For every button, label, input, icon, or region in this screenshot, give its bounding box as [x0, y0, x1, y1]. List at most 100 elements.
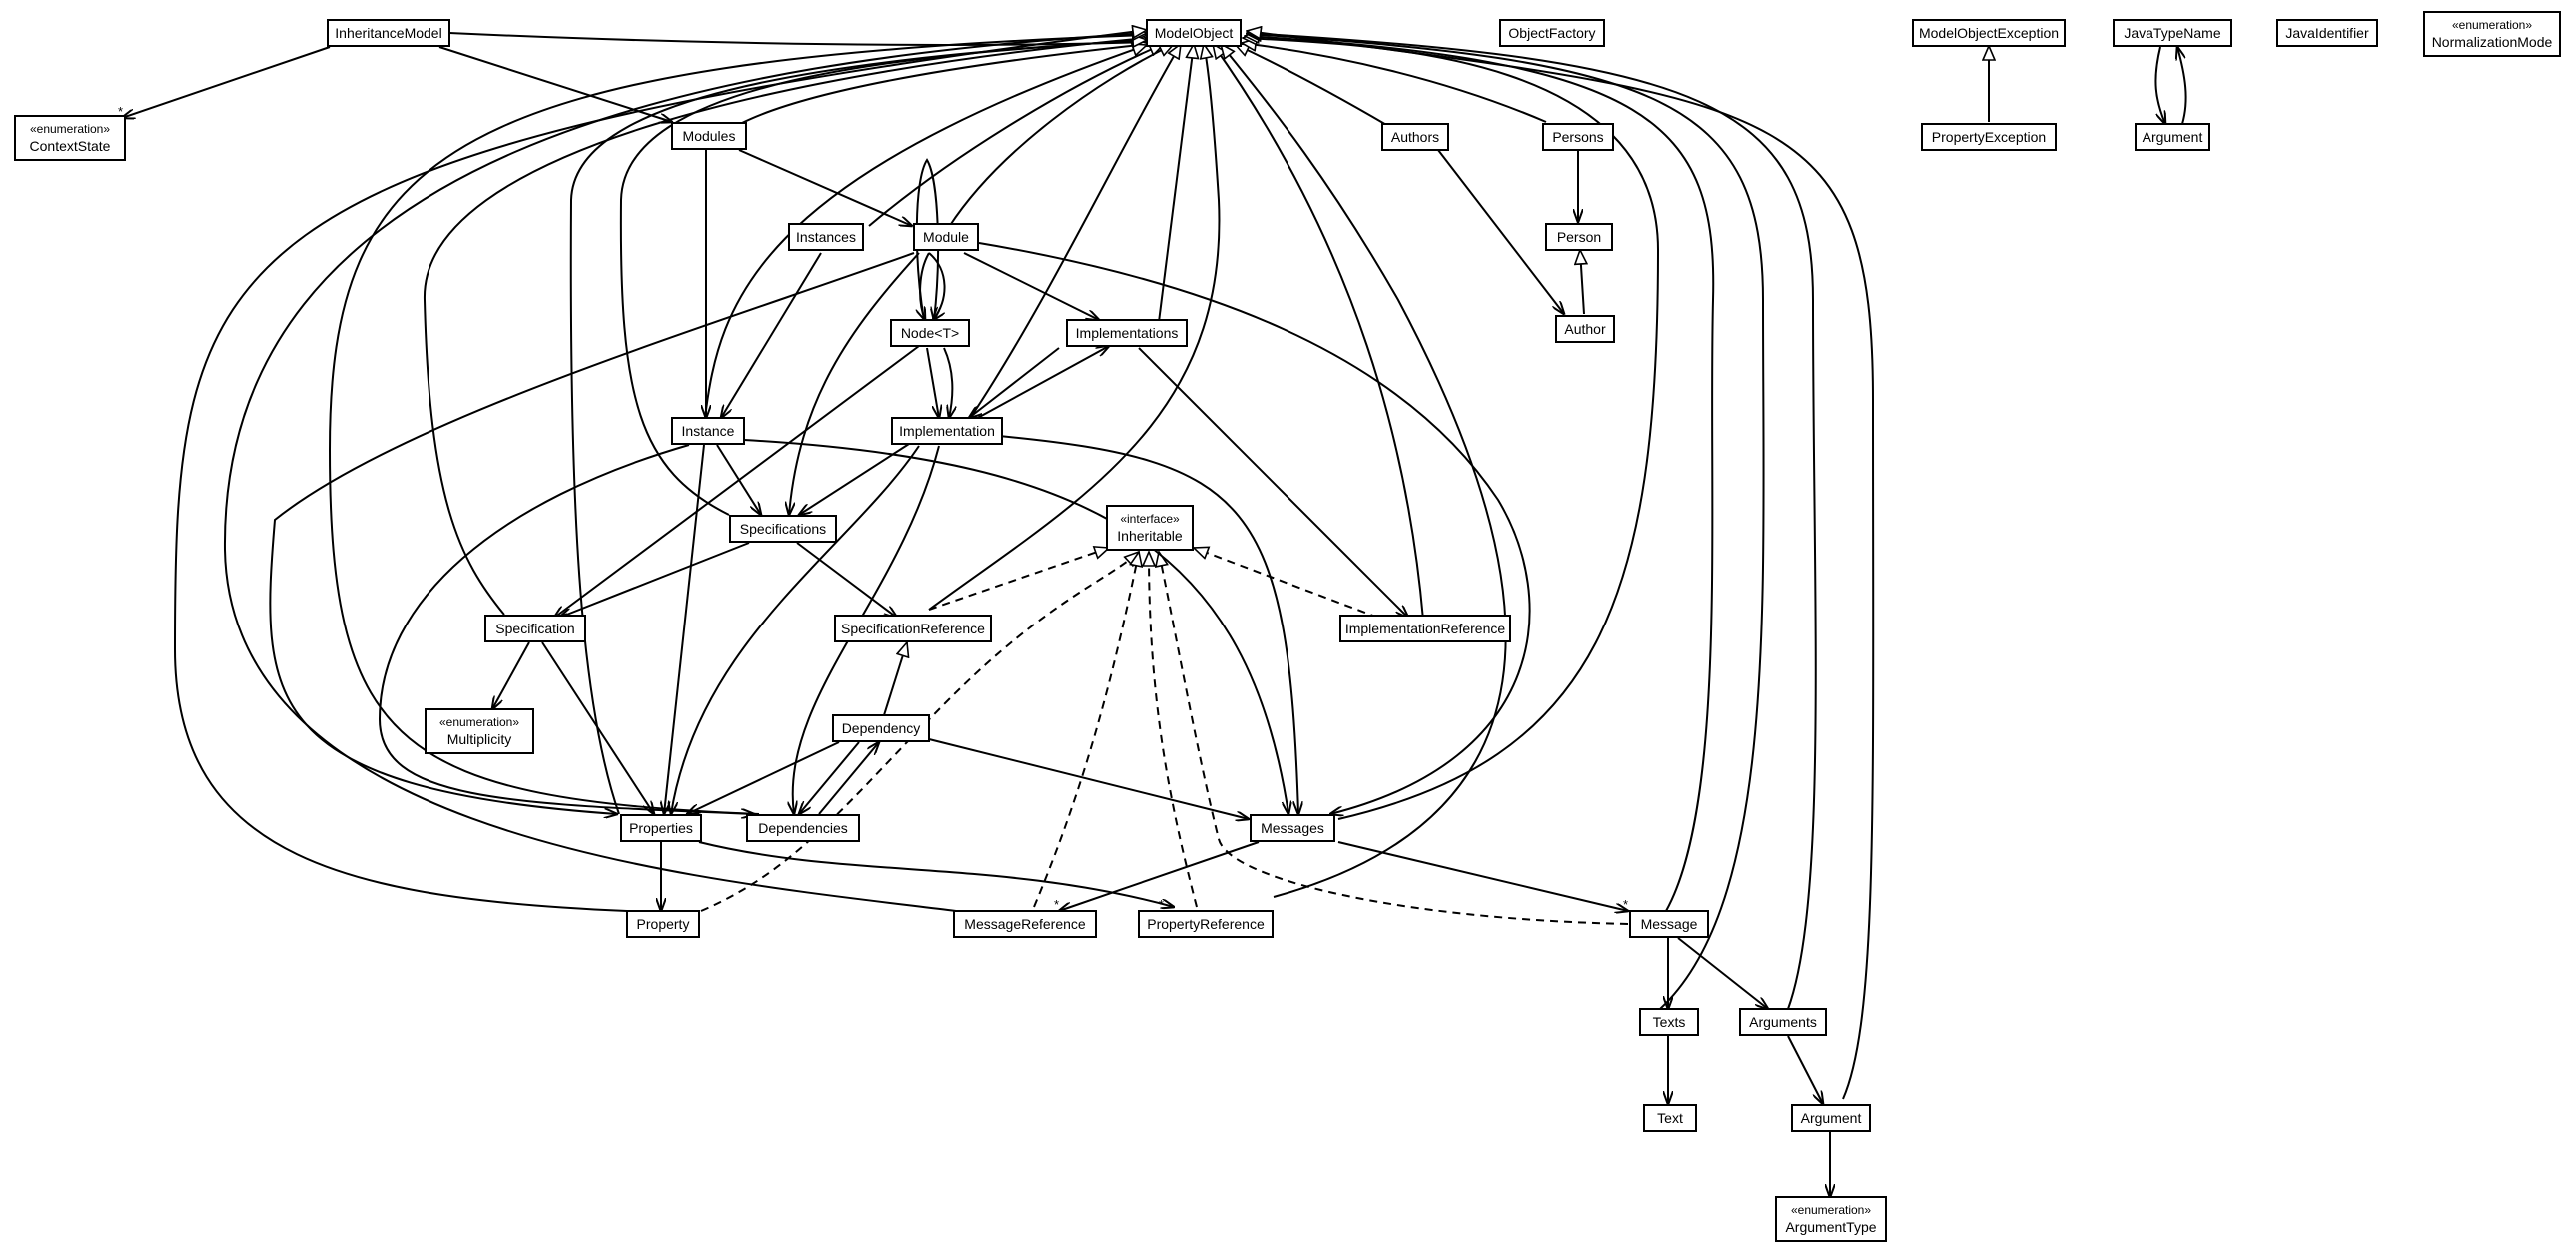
edge-modules-module	[738, 149, 912, 226]
class-specificationreference[interactable]: SpecificationReference	[834, 615, 992, 642]
class-arguments[interactable]: Arguments	[1739, 1008, 1827, 1036]
edge-module-modelobject	[948, 43, 1174, 228]
class-authors[interactable]: Authors	[1381, 123, 1449, 151]
class-persons[interactable]: Persons	[1542, 123, 1614, 151]
interface-inheritable[interactable]: «interface» Inheritable	[1106, 505, 1194, 551]
edge-implementationreference-inheritable	[1194, 548, 1379, 619]
edge-authors-author	[1437, 149, 1564, 314]
class-implementations[interactable]: Implementations	[1066, 319, 1188, 347]
class-inheritancemodel[interactable]: InheritanceModel	[327, 19, 450, 47]
class-contextstate[interactable]: «enumeration» ContextState	[14, 115, 126, 161]
class-modules[interactable]: Modules	[671, 122, 747, 150]
edge-specification-modelobject	[423, 38, 1147, 616]
class-javatypename[interactable]: JavaTypeName	[2113, 19, 2232, 47]
edge-specifications-specification	[559, 542, 750, 618]
class-instances[interactable]: Instances	[788, 223, 864, 251]
edge-property-modelobject	[173, 30, 1147, 912]
edge-dependency-properties	[687, 741, 840, 814]
class-messagereference[interactable]: MessageReference	[953, 910, 1097, 938]
edge-implementation-properties	[671, 445, 920, 814]
class-stereotype: «interface»	[1120, 512, 1180, 526]
edge-messages-modelobject	[1243, 38, 1660, 820]
class-modelobject[interactable]: ModelObject	[1146, 19, 1242, 47]
edge-implementations-implementation	[969, 347, 1060, 418]
class-dependencies[interactable]: Dependencies	[746, 814, 860, 842]
edge-implementation-implementations	[973, 346, 1109, 421]
class-javaidentifier[interactable]: JavaIdentifier	[2276, 19, 2378, 47]
class-name: Argument	[1801, 1110, 1862, 1126]
class-name: Arguments	[1749, 1014, 1817, 1030]
class-properties[interactable]: Properties	[620, 814, 702, 842]
class-name: Specifications	[740, 521, 826, 537]
edge-dependencies-modelobject	[328, 35, 1147, 815]
edge-module-messages	[978, 242, 1531, 814]
class-message[interactable]: Message	[1629, 910, 1709, 938]
class-module[interactable]: Module	[913, 223, 979, 251]
class-node[interactable]: Node<T>	[890, 319, 970, 347]
class-text[interactable]: Text	[1643, 1104, 1697, 1132]
class-normalizationmode[interactable]: «enumeration» NormalizationMode	[2423, 11, 2561, 57]
edge-instance-dependencies	[378, 444, 754, 814]
class-name: ImplementationReference	[1345, 621, 1506, 636]
class-argument[interactable]: Argument	[1791, 1104, 1871, 1132]
class-propertyexception[interactable]: PropertyException	[1921, 123, 2057, 151]
class-property[interactable]: Property	[626, 910, 700, 938]
edge-properties-modelobject	[569, 40, 1147, 815]
edge-implementations-implementationreference	[1138, 347, 1408, 618]
edge-implementations-modelobject	[1158, 44, 1194, 323]
class-stereotype: «enumeration»	[2452, 18, 2532, 32]
class-name: Dependency	[842, 720, 921, 736]
class-name: Persons	[1552, 129, 1603, 145]
edge-implementation-modelobject	[968, 44, 1181, 421]
class-specifications[interactable]: Specifications	[729, 515, 837, 543]
edge-node-implementation	[926, 347, 939, 418]
edge-messagereference-inheritable	[1033, 552, 1139, 908]
class-stereotype: «enumeration»	[30, 122, 110, 136]
class-name: ContextState	[30, 138, 111, 154]
edge-modules-modelobject	[741, 44, 1149, 124]
class-person[interactable]: Person	[1545, 223, 1613, 251]
class-name: Instances	[796, 229, 856, 245]
class-texts[interactable]: Texts	[1639, 1008, 1699, 1036]
edge-node-implementation-b	[943, 347, 952, 418]
class-dependency[interactable]: Dependency	[832, 714, 930, 742]
multiplicity-message-reference: *	[1054, 897, 1059, 912]
class-name: PropertyReference	[1147, 916, 1265, 932]
edge-messages-messagereference	[1059, 841, 1260, 911]
class-name: Message	[1641, 916, 1698, 932]
edge-dependency-specificationreference	[883, 642, 907, 716]
class-name: Author	[1564, 321, 1606, 337]
multiplicity-context-state: *	[118, 104, 123, 119]
class-javatypename-argument[interactable]: Argument	[2135, 123, 2210, 151]
class-specification[interactable]: Specification	[484, 615, 586, 642]
class-instance[interactable]: Instance	[671, 417, 745, 445]
class-name: Properties	[629, 820, 693, 836]
edge-propertyreference-modelobject	[1221, 44, 1507, 898]
edge-implementation-messages	[998, 435, 1298, 814]
edge-dependencies-dependency	[818, 742, 879, 815]
class-implementationreference[interactable]: ImplementationReference	[1339, 615, 1511, 642]
class-name: Module	[923, 229, 969, 245]
class-name: JavaTypeName	[2124, 25, 2220, 41]
edge-implementationreference-modelobject	[1213, 44, 1424, 621]
edge-specifications-specificationreference	[796, 542, 897, 618]
class-name: ObjectFactory	[1508, 25, 1595, 41]
class-name: Authors	[1391, 129, 1439, 145]
class-implementation[interactable]: Implementation	[891, 417, 1003, 445]
class-argumenttype[interactable]: «enumeration» ArgumentType	[1775, 1196, 1887, 1242]
class-author[interactable]: Author	[1555, 315, 1615, 343]
class-name: Implementations	[1076, 325, 1179, 341]
edge-module-implementations	[963, 252, 1099, 320]
class-objectfactory[interactable]: ObjectFactory	[1499, 19, 1605, 47]
multiplicity-message: *	[1623, 897, 1628, 912]
edge-module-node-a	[920, 252, 930, 320]
edge-dependency-messages	[928, 738, 1249, 819]
class-multiplicity[interactable]: «enumeration» Multiplicity	[425, 708, 534, 754]
class-name: Instance	[682, 423, 735, 439]
edge-propertyreference-inheritable	[1149, 552, 1198, 908]
class-modelobjectexception[interactable]: ModelObjectException	[1912, 19, 2066, 47]
class-name: Node<T>	[901, 325, 959, 341]
class-propertyreference[interactable]: PropertyReference	[1138, 910, 1274, 938]
class-messages[interactable]: Messages	[1250, 814, 1335, 842]
